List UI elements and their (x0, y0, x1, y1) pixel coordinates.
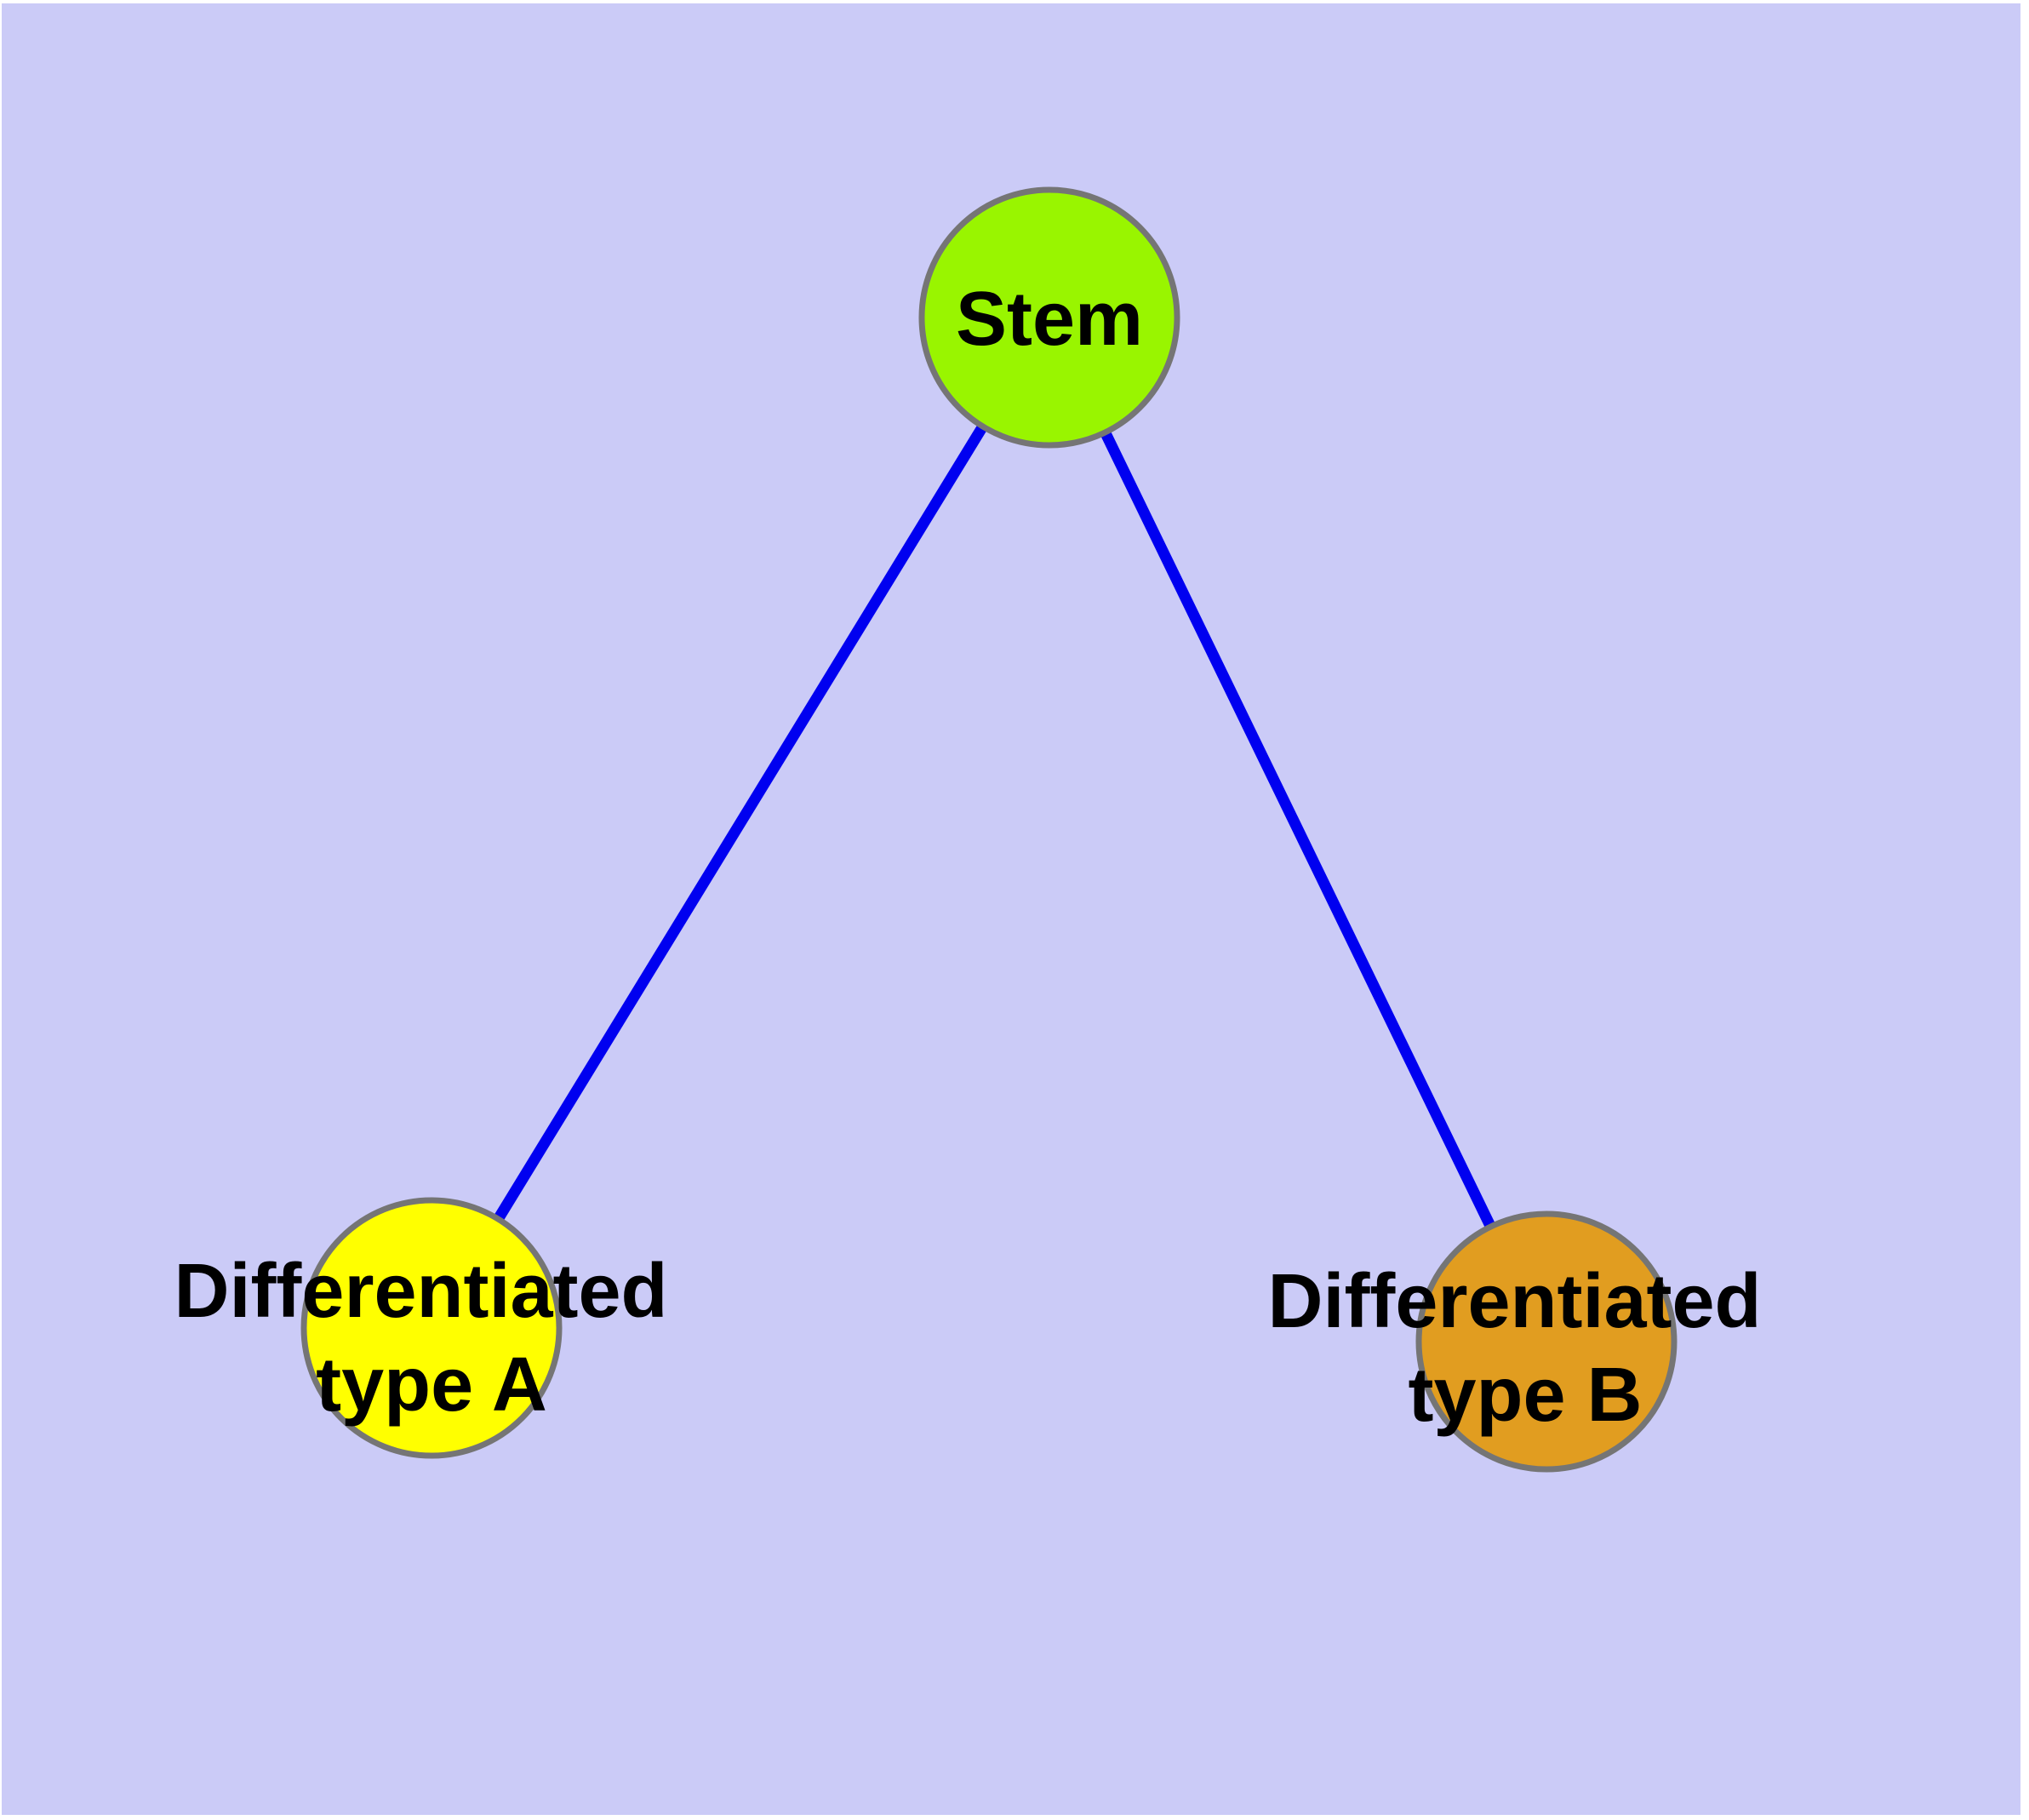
node-differentiated-type-a: Differentiated type A (174, 1197, 689, 1459)
node-differentiated-type-b: Differentiated type B (1267, 1210, 1782, 1473)
node-differentiated-type-a-label: Differentiated type A (174, 1249, 689, 1428)
edge-stem-to-type-a (426, 314, 1055, 1331)
node-differentiated-type-b-circle (1415, 1210, 1677, 1473)
node-stem-circle (918, 186, 1180, 449)
node-differentiated-type-b-label-line2: type B (1408, 1353, 1642, 1438)
edge-stem-to-type-b (1044, 315, 1552, 1344)
node-differentiated-type-a-circle (300, 1197, 563, 1459)
node-stem-label: Stem (956, 277, 1143, 362)
node-differentiated-type-b-label: Differentiated type B (1267, 1259, 1782, 1438)
node-differentiated-type-a-label-line2: type A (316, 1342, 547, 1428)
node-stem: Stem (918, 186, 1180, 449)
node-differentiated-type-b-label-line1: Differentiated (1267, 1259, 1761, 1344)
node-differentiated-type-a-label-line1: Differentiated (174, 1249, 667, 1334)
